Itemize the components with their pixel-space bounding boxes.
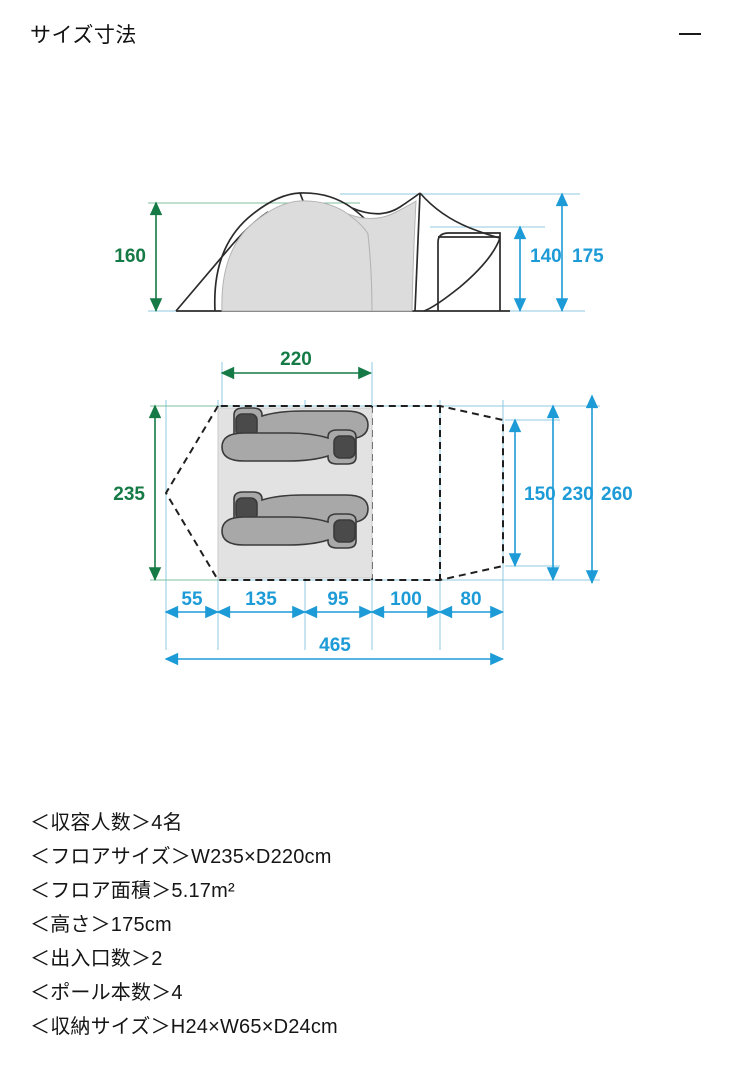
spec-floor-area: ＜フロア面積＞5.17m² (30, 880, 235, 902)
section-header[interactable]: サイズ寸法 (0, 0, 731, 68)
dimension-150-label: 150 (524, 484, 556, 505)
page-title: サイズ寸法 (30, 24, 137, 47)
spec-entrances: ＜出入口数＞2 (30, 948, 163, 970)
dimension-235-label: 235 (113, 484, 145, 505)
minus-icon[interactable] (677, 21, 703, 47)
dimension-95-label: 95 (327, 589, 349, 610)
dimension-140: 140 (513, 225, 562, 312)
dimension-150: 150 (508, 418, 556, 567)
dimension-260-label: 260 (601, 484, 633, 505)
spec-floor-size: ＜フロアサイズ＞W235×D220cm (30, 846, 332, 868)
sleeping-mat (221, 429, 357, 465)
tent-side-canopy-fill (221, 200, 417, 312)
spec-list: ＜収容人数＞4名 ＜フロアサイズ＞W235×D220cm ＜フロア面積＞5.17… (30, 806, 690, 1044)
dimension-220-label: 220 (280, 349, 312, 370)
top-view-green-guides (150, 405, 230, 581)
dimension-235: 235 (113, 404, 162, 581)
sleeping-mat (221, 513, 357, 549)
dimension-465: 465 (164, 635, 504, 666)
dimension-100-label: 100 (390, 589, 422, 610)
spec-packed-size: ＜収納サイズ＞H24×W65×D24cm (30, 1016, 338, 1038)
dimension-260: 260 (585, 394, 633, 584)
dimension-160: 160 (114, 201, 163, 312)
spec-height: ＜高さ＞175cm (30, 914, 172, 936)
dimension-55-label: 55 (181, 589, 203, 610)
dimension-230: 230 (546, 404, 594, 581)
sleeping-mat-group (221, 407, 369, 549)
dimension-140-label: 140 (530, 246, 562, 267)
tent-top-view: 220 235 150 230 260 55 135 (113, 349, 633, 666)
dimension-135-label: 135 (245, 589, 277, 610)
dimension-220: 220 (220, 349, 372, 380)
tent-dimension-drawing: 160 140 175 (113, 192, 633, 666)
dimension-175: 175 (555, 192, 604, 312)
dimension-80-label: 80 (460, 589, 481, 610)
bottom-dimension-row: 55 135 95 100 80 (164, 589, 504, 619)
spec-capacity: ＜収容人数＞4名 (30, 812, 183, 834)
tent-side-view: 160 140 175 (114, 192, 604, 312)
dimension-230-label: 230 (562, 484, 594, 505)
dimension-465-label: 465 (319, 635, 351, 656)
spec-pole-count: ＜ポール本数＞4 (30, 982, 183, 1004)
size-diagram: 160 140 175 (0, 150, 731, 690)
dimension-175-label: 175 (572, 246, 604, 267)
dimension-160-label: 160 (114, 246, 146, 267)
